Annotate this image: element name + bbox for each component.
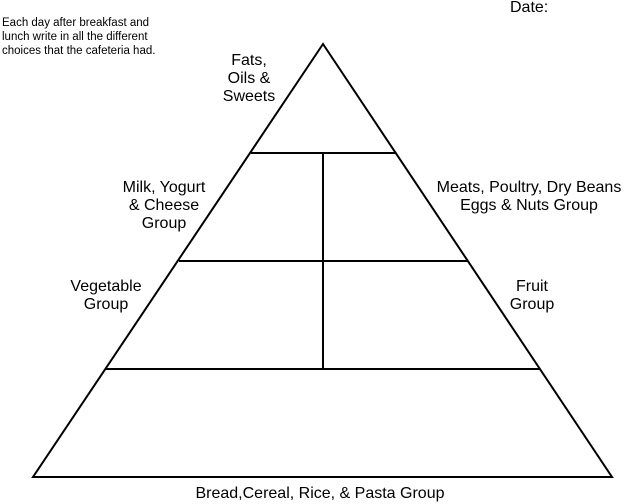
meats-group-label: Meats, Poultry, Dry Beans Eggs & Nuts Gr… — [436, 179, 622, 214]
vegetable-group-label: Vegetable Group — [70, 278, 142, 313]
date-label: Date: — [510, 0, 549, 16]
milk-group-label: Milk, Yogurt & Cheese Group — [122, 179, 206, 232]
fats-oils-sweets-label: Fats, Oils & Sweets — [222, 52, 276, 105]
bread-group-label: Bread,Cereal, Rice, & Pasta Group — [195, 485, 445, 502]
instructions-text: Each day after breakfast and lunch write… — [2, 17, 156, 57]
fruit-group-label: Fruit Group — [509, 278, 555, 313]
